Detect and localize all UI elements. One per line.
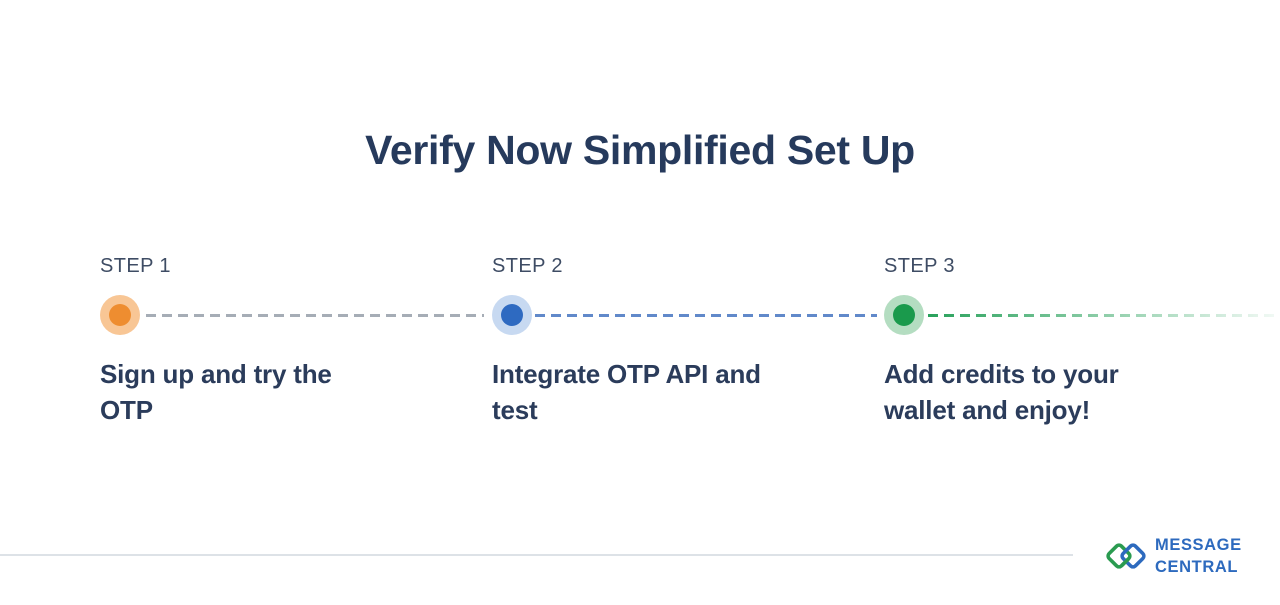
step-2: STEP 2 Integrate OTP API and test <box>492 254 802 428</box>
step-3-description: Add credits to your wallet and enjoy! <box>884 359 1119 425</box>
step-1-marker-halo <box>100 295 140 335</box>
logo-text-line1: MESSAGE <box>1155 536 1242 554</box>
logo-text-line2: CENTRAL <box>1155 558 1239 576</box>
footer-divider <box>0 554 1073 556</box>
step-1: STEP 1 Sign up and try the OTP <box>100 254 370 428</box>
connector-line-2 <box>535 314 877 317</box>
step-1-description: Sign up and try the OTP <box>100 359 332 425</box>
step-2-label: STEP 2 <box>492 255 563 277</box>
message-central-logo-text: MESSAGE CENTRAL <box>1155 534 1242 578</box>
interlocked-links-icon <box>1106 543 1146 569</box>
message-central-logo: MESSAGE CENTRAL <box>1106 534 1242 578</box>
step-1-marker-dot <box>109 304 131 326</box>
step-2-description: Integrate OTP API and test <box>492 359 761 425</box>
step-3: STEP 3 Add credits to your wallet and en… <box>884 254 1174 428</box>
step-2-marker-halo <box>492 295 532 335</box>
page-title: Verify Now Simplified Set Up <box>365 127 915 173</box>
step-3-marker-dot <box>893 304 915 326</box>
connector-line-1 <box>146 314 484 317</box>
step-2-marker-dot <box>501 304 523 326</box>
step-1-label: STEP 1 <box>100 255 171 277</box>
connector-line-3 <box>928 314 1280 317</box>
step-3-marker-halo <box>884 295 924 335</box>
step-3-label: STEP 3 <box>884 255 955 277</box>
